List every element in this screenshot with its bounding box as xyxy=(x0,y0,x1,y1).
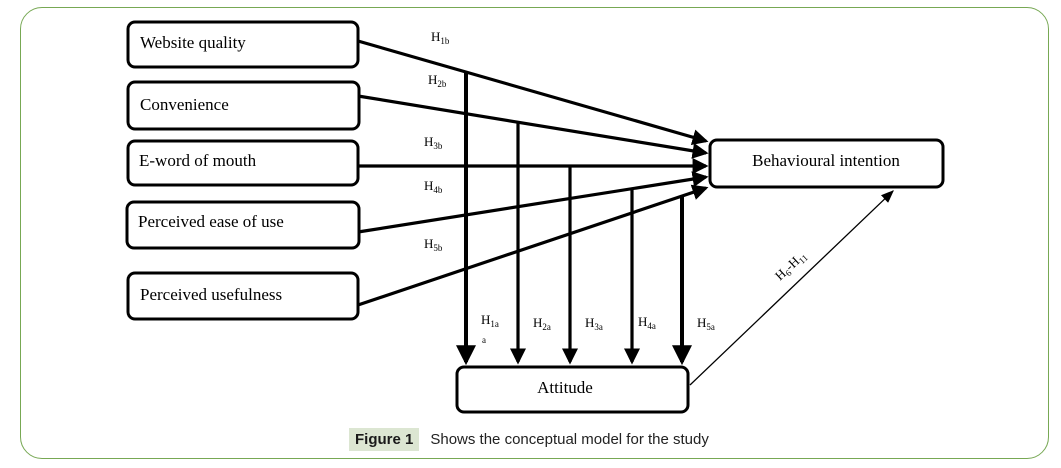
node-convenience: Convenience xyxy=(126,80,361,131)
node-e-word-of-mouth: E-word of mouth xyxy=(126,139,360,187)
label-h3a: H3a xyxy=(585,315,603,332)
node-behavioural-intention-label: Behavioural intention xyxy=(752,151,900,170)
node-convenience-label: Convenience xyxy=(140,95,229,114)
node-behavioural-intention: Behavioural intention xyxy=(708,138,945,189)
label-h6-h11: H6-H11 xyxy=(772,247,810,284)
node-perceived-ease-of-use-label: Perceived ease of use xyxy=(138,212,284,231)
edge-convenience-to-bi xyxy=(357,94,709,159)
figure-caption: Figure 1 Shows the conceptual model for … xyxy=(349,428,709,451)
node-attitude-label: Attitude xyxy=(537,378,593,397)
label-h1b: H1b xyxy=(431,29,450,46)
label-h5a: H5a xyxy=(697,315,715,332)
edge-website-quality-to-bi xyxy=(357,39,709,145)
edge-peou-to-bi xyxy=(357,171,709,234)
label-h4b: H4b xyxy=(424,178,443,195)
node-perceived-ease-of-use: Perceived ease of use xyxy=(125,200,361,250)
node-attitude: Attitude xyxy=(455,365,690,414)
label-h3b: H3b xyxy=(424,134,443,151)
figure-caption-text: Shows the conceptual model for the study xyxy=(430,431,709,448)
node-perceived-usefulness-label: Perceived usefulness xyxy=(140,285,282,304)
label-h2a: H2a xyxy=(533,315,551,332)
node-perceived-usefulness: Perceived usefulness xyxy=(126,271,360,321)
node-website-quality-label: Website quality xyxy=(140,33,246,52)
label-h1a: H1a xyxy=(481,312,499,329)
label-h1a-extra: a xyxy=(482,335,486,345)
figure-frame xyxy=(20,7,1049,459)
node-website-quality: Website quality xyxy=(126,20,360,69)
node-e-word-of-mouth-label: E-word of mouth xyxy=(139,151,257,170)
label-h2b: H2b xyxy=(428,72,447,89)
figure-caption-label: Figure 1 xyxy=(349,428,420,451)
label-h5b: H5b xyxy=(424,236,443,253)
edge-attitude-to-bi xyxy=(689,190,894,386)
label-h4a: H4a xyxy=(638,314,656,331)
edge-pu-to-bi xyxy=(357,184,709,307)
